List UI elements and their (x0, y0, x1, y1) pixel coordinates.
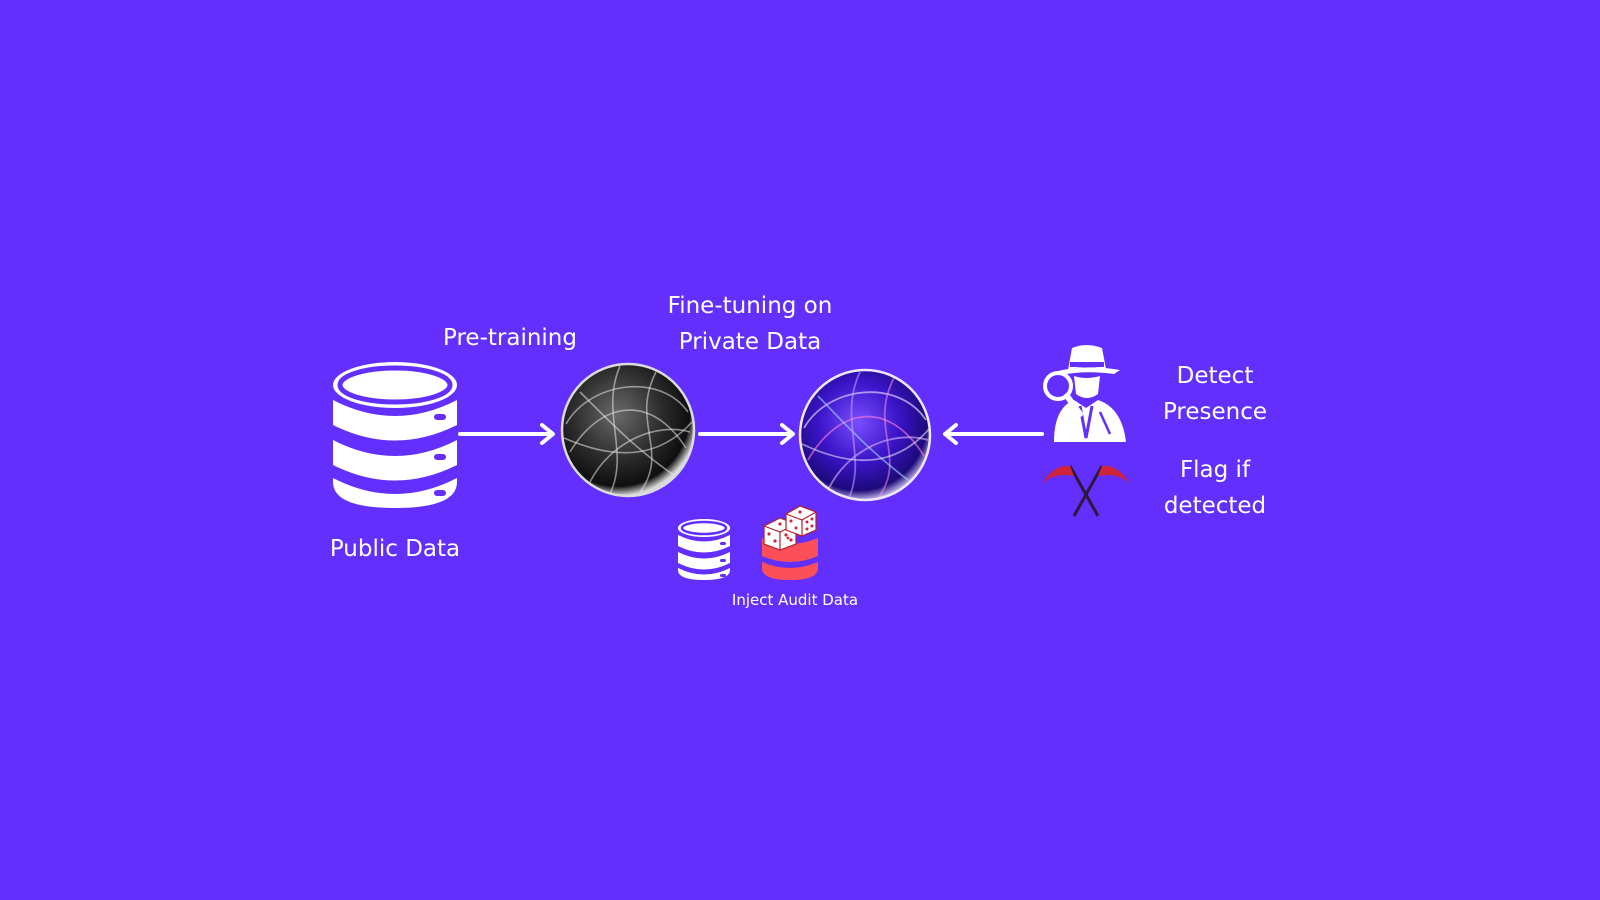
base-model-sphere-icon (560, 362, 696, 498)
arrow-right-icon (458, 423, 555, 445)
inject-audit-data-label: Inject Audit Data (731, 591, 859, 609)
detective-icon (1043, 345, 1126, 442)
audit-data-database-dice-icon (762, 505, 818, 580)
detect-label-line2: Presence (1162, 399, 1268, 425)
pretraining-label: Pre-training (443, 325, 577, 351)
detect-label-line1: Detect (1176, 363, 1254, 389)
public-data-label: Public Data (329, 536, 461, 562)
finetuned-model-sphere-icon (798, 368, 932, 502)
arrow-right-icon (698, 423, 795, 445)
arrow-left-icon (943, 423, 1044, 445)
flag-label-line2: detected (1163, 493, 1267, 519)
public-data-database-icon (333, 362, 457, 508)
finetuning-label-line2: Private Data (678, 329, 822, 355)
finetuning-label-line1: Fine-tuning on (667, 293, 833, 319)
red-flags-icon (1042, 465, 1130, 517)
private-data-database-icon (678, 519, 730, 580)
flag-label-line1: Flag if (1179, 457, 1251, 483)
